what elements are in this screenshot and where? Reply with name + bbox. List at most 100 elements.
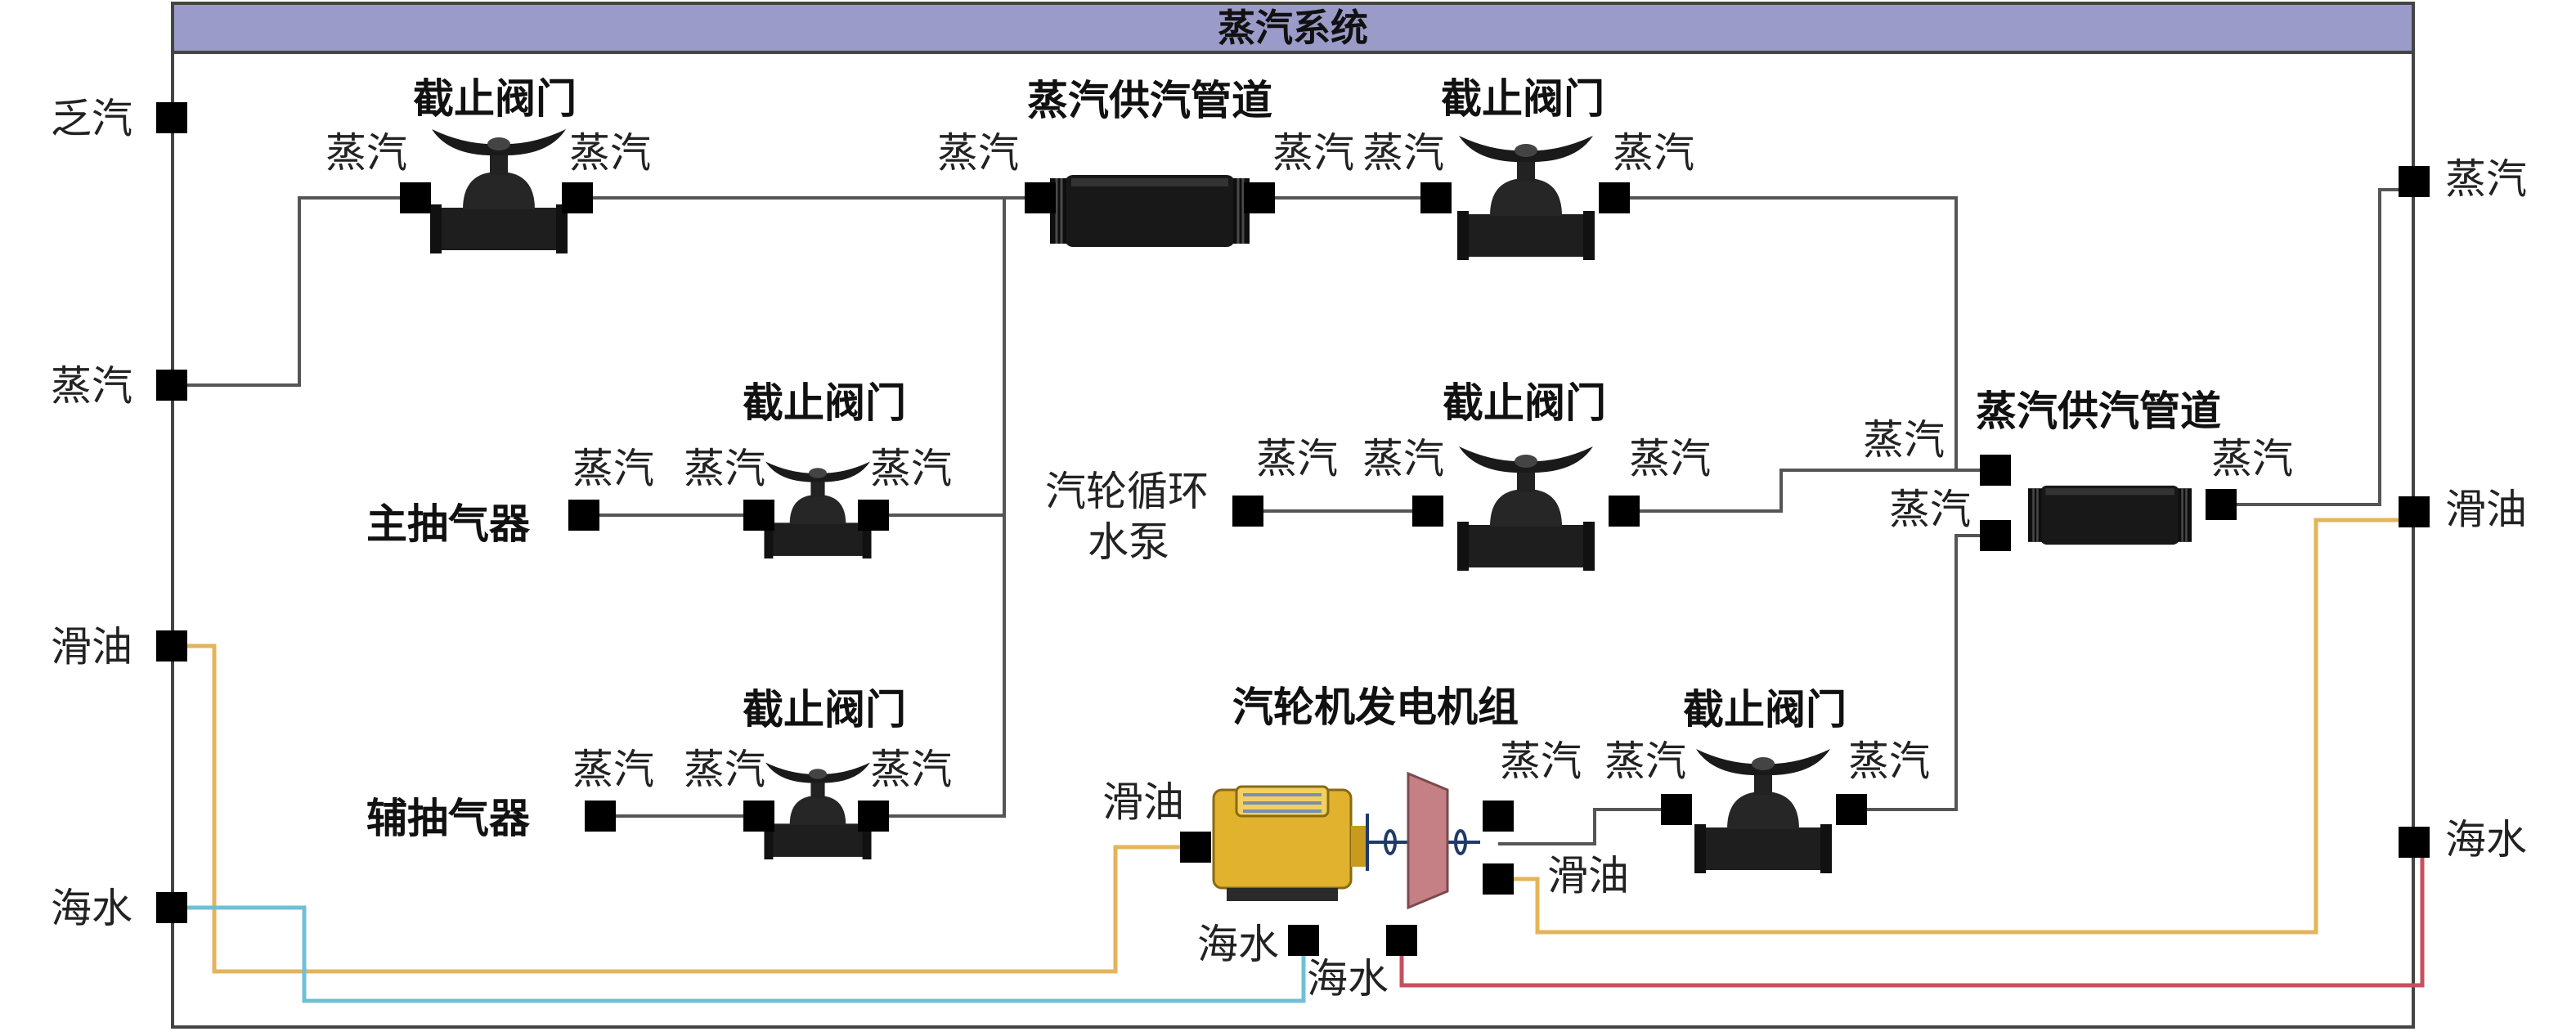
wire-seawater-out — [1399, 842, 2425, 988]
valve-6-label-left: 蒸汽 — [1604, 738, 1686, 785]
pipe-2-port-in-bottom[interactable] — [1980, 520, 2011, 551]
turbine-steam-port[interactable] — [1483, 801, 1514, 832]
main-ejector-port[interactable] — [568, 500, 599, 531]
pipe-2-title: 蒸汽供汽管道 — [1976, 388, 2221, 435]
valve-1-label-left: 蒸汽 — [325, 129, 407, 177]
pipe-2-port-out[interactable] — [2206, 489, 2237, 520]
valve-3-port-out[interactable] — [1412, 496, 1443, 527]
valve-4-label-right: 蒸汽 — [870, 445, 952, 492]
pipe-2-icon — [2026, 484, 2193, 546]
stop-valve-1[interactable]: 截止阀门 蒸汽 蒸汽 — [325, 75, 651, 253]
stop-valve-turbine[interactable]: 截止阀门 蒸汽 蒸汽 — [1604, 686, 1930, 873]
label-exhaust: 乏汽 — [51, 95, 132, 142]
pipe-1-port-left[interactable] — [1025, 182, 1056, 213]
stop-valve-2[interactable]: 截止阀门 蒸汽 蒸汽 — [1362, 75, 1694, 260]
wire-steam-inlet — [172, 196, 415, 387]
steam-pipe-1[interactable]: 蒸汽供汽管道 蒸汽 蒸汽 — [937, 77, 1354, 249]
wire-pipe2-outlet — [2221, 188, 2414, 506]
wire-oil-in — [172, 644, 1196, 974]
valve-4-port-out[interactable] — [743, 500, 774, 531]
label-seawater-left: 海水 — [51, 885, 132, 932]
pipe-1-label-left: 蒸汽 — [937, 129, 1019, 177]
valve-5-port-out[interactable] — [743, 801, 774, 832]
generator-seawater-port[interactable] — [1288, 925, 1319, 956]
pump-port[interactable] — [1232, 496, 1263, 527]
valve-6-port-in[interactable] — [1836, 794, 1867, 825]
turbine-seawater-label: 海水 — [1307, 955, 1389, 1002]
valve-2-title: 截止阀门 — [1441, 75, 1604, 123]
port-seawater-left[interactable] — [156, 892, 187, 923]
port-seawater-right[interactable] — [2399, 827, 2430, 858]
valve-5-icon — [764, 762, 872, 860]
aux-ejector-port-label: 蒸汽 — [572, 746, 654, 793]
valve-3-label-right: 蒸汽 — [1629, 435, 1711, 482]
valve-2-icon — [1457, 136, 1595, 260]
pipe-1-title: 蒸汽供汽管道 — [1027, 77, 1272, 124]
port-exhaust[interactable] — [156, 102, 187, 133]
valve-3-port-in[interactable] — [1609, 496, 1640, 527]
pipe-2-label-bottom: 蒸汽 — [1889, 486, 1971, 533]
turbine-oil-port[interactable] — [1483, 863, 1514, 895]
pump-label-line1: 汽轮循环 — [1045, 468, 1209, 515]
valve-1-label-right: 蒸汽 — [569, 129, 651, 177]
label-steam-right: 蒸汽 — [2445, 155, 2527, 203]
valve-5-port-in[interactable] — [858, 801, 889, 832]
wire-oil-out — [1498, 518, 2414, 935]
turbine-seawater-port[interactable] — [1386, 925, 1417, 956]
pipe-2-label-top: 蒸汽 — [1863, 416, 1945, 464]
generator-icon — [1212, 785, 1366, 901]
label-seawater-right: 海水 — [2445, 816, 2527, 863]
valve-4-icon — [764, 461, 872, 559]
valve-5-label-left: 蒸汽 — [684, 746, 765, 793]
valve-3-icon — [1457, 446, 1595, 571]
turbine-title: 汽轮机发电机组 — [1232, 684, 1519, 731]
port-steam-right[interactable] — [2399, 166, 2430, 197]
valve-2-label-right: 蒸汽 — [1613, 129, 1694, 177]
valve-4-port-in[interactable] — [858, 500, 889, 531]
port-oil-right[interactable] — [2399, 496, 2430, 527]
pipe-2-port-in-top[interactable] — [1980, 455, 2011, 486]
aux-ejector-port[interactable] — [585, 801, 616, 832]
pipe-2-label-out: 蒸汽 — [2211, 435, 2293, 482]
wire-valve3-pipe2 — [1624, 469, 1995, 513]
pipe-1-label-right: 蒸汽 — [1272, 129, 1354, 177]
port-steam-left[interactable] — [156, 370, 187, 401]
stop-valve-main-ejector[interactable]: 截止阀门 蒸汽 蒸汽 — [684, 379, 952, 559]
valve-5-title: 截止阀门 — [743, 686, 906, 733]
wire-seawater-in — [172, 905, 1306, 1003]
pipe-1-port-right[interactable] — [1244, 182, 1275, 213]
turbine-steam-label: 蒸汽 — [1500, 738, 1582, 785]
wire-valve6-turbine — [1498, 808, 1676, 845]
valve-6-port-out[interactable] — [1661, 794, 1692, 825]
main-ejector-label: 主抽气器 — [366, 500, 531, 548]
stop-valve-pump[interactable]: 截止阀门 蒸汽 蒸汽 — [1362, 379, 1711, 571]
wire-pipe2-valve6 — [1851, 534, 1995, 811]
valve-2-port-out[interactable] — [1420, 182, 1452, 213]
label-oil-left: 滑油 — [51, 623, 132, 670]
port-oil-left[interactable] — [156, 630, 187, 662]
turbine-oil-label: 滑油 — [1547, 852, 1629, 899]
turbine-generator-set[interactable]: 汽轮机发电机组 滑油 海水 海水 — [1102, 684, 1629, 1002]
valve-6-title: 截止阀门 — [1683, 686, 1847, 733]
valve-1-port-out[interactable] — [400, 182, 431, 213]
pump-port-label: 蒸汽 — [1256, 435, 1338, 482]
main-ejector-port-label: 蒸汽 — [572, 445, 654, 492]
valve-4-label-left: 蒸汽 — [684, 445, 765, 492]
valve-6-icon — [1694, 749, 1832, 873]
title-bar — [171, 2, 2415, 54]
valve-3-title: 截止阀门 — [1443, 379, 1606, 427]
steam-pipe-2[interactable]: 蒸汽供汽管道 蒸汽 蒸汽 蒸汽 — [1863, 388, 2293, 551]
valve-1-port-in[interactable] — [562, 182, 593, 213]
valve-3-label-left: 蒸汽 — [1362, 435, 1444, 482]
label-oil-right: 滑油 — [2445, 486, 2527, 533]
valve-2-label-left: 蒸汽 — [1362, 129, 1444, 177]
generator-oil-port[interactable] — [1180, 832, 1211, 863]
stop-valve-aux-ejector[interactable]: 截止阀门 蒸汽 蒸汽 — [684, 686, 952, 860]
generator-seawater-label: 海水 — [1197, 921, 1279, 968]
wire-trunk-ejectors — [873, 198, 1006, 818]
label-steam-left: 蒸汽 — [51, 362, 132, 410]
valve-2-port-in[interactable] — [1599, 182, 1630, 213]
valve-6-label-right: 蒸汽 — [1848, 738, 1930, 785]
aux-ejector-label: 辅抽气器 — [366, 795, 531, 842]
